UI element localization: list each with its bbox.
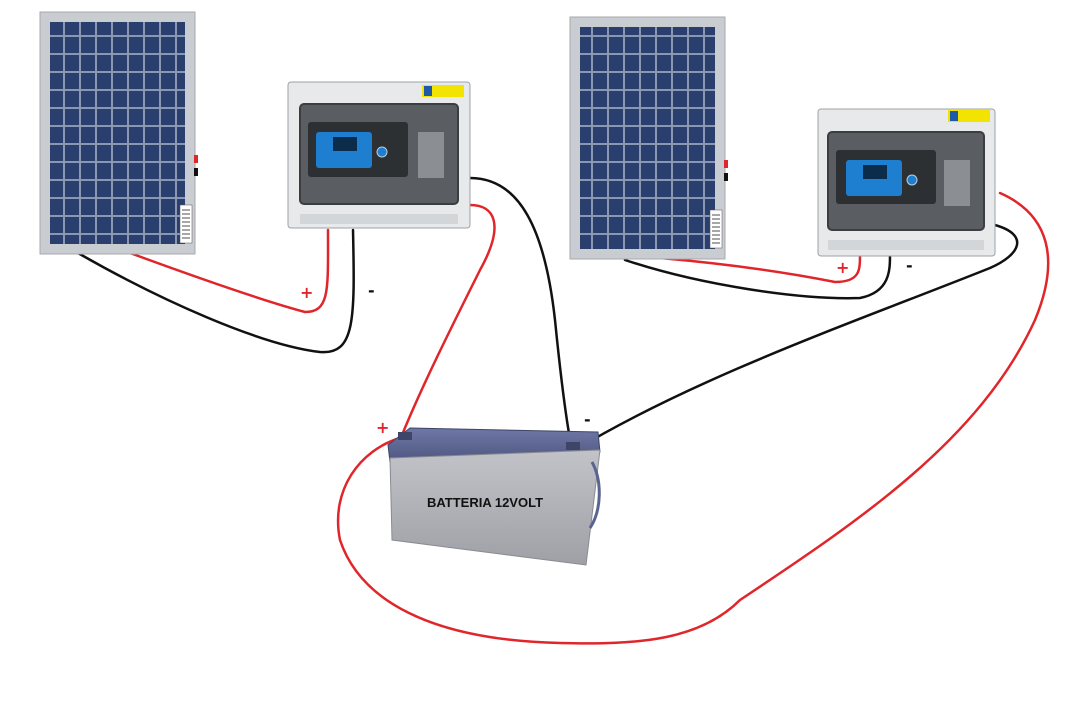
brand-sticker [422, 85, 464, 97]
battery: BATTERIA 12VOLT [387, 427, 601, 566]
lcd-display [333, 137, 357, 151]
wire-right-controller-positive-to-battery [336, 191, 1050, 645]
plus-label-left-panel: + [300, 283, 313, 302]
plus-label-right-panel: + [836, 258, 849, 277]
wire-right-panel-negative [623, 253, 892, 300]
polarity-labels: + - + - + - [300, 256, 913, 437]
controller-rail [300, 214, 458, 224]
solar-panel-label-sticker [709, 209, 723, 249]
charge-controller-left [287, 81, 471, 229]
lcd-display [863, 165, 887, 179]
minus-label-right-panel: - [906, 256, 913, 275]
brand-sticker [948, 110, 990, 122]
battery-terminal-positive [398, 432, 412, 440]
panel-terminal-positive [724, 160, 728, 168]
wire-right-panel-positive [658, 253, 862, 284]
solar-panel-cells [580, 27, 715, 249]
wire-left-controller-negative-to-battery [468, 176, 574, 452]
minus-label-battery: - [584, 410, 591, 429]
controller-button [906, 174, 918, 186]
charge-controller-right [817, 108, 996, 257]
brand-logo-icon [950, 111, 958, 121]
solar-panel-right [569, 16, 728, 260]
brand-logo-icon [424, 86, 432, 96]
wire-right-controller-negative-to-battery [573, 223, 1019, 452]
battery-label: BATTERIA 12VOLT [427, 495, 543, 510]
battery-handle [588, 461, 601, 529]
controller-terminal-block [418, 132, 444, 178]
battery-body [389, 449, 601, 566]
solar-panel-cells [50, 22, 185, 244]
wire-left-panel-positive [128, 228, 330, 314]
battery-terminal-negative [566, 442, 580, 450]
controller-terminal-block [944, 160, 970, 206]
plus-label-battery: + [376, 418, 389, 437]
controller-rail [828, 240, 984, 250]
barcode-icon [182, 209, 190, 239]
wire-left-controller-positive-to-battery [398, 203, 496, 442]
controller-button [376, 146, 388, 158]
solar-panel-label-sticker [179, 204, 193, 244]
wires [76, 176, 1050, 645]
panel-terminal-negative [724, 173, 728, 181]
barcode-icon [712, 214, 720, 244]
panel-terminal-negative [194, 168, 198, 176]
solar-panel-left [39, 11, 198, 255]
minus-label-left-panel: - [368, 281, 375, 300]
panel-terminal-positive [194, 155, 198, 163]
wire-left-panel-negative [76, 228, 355, 354]
